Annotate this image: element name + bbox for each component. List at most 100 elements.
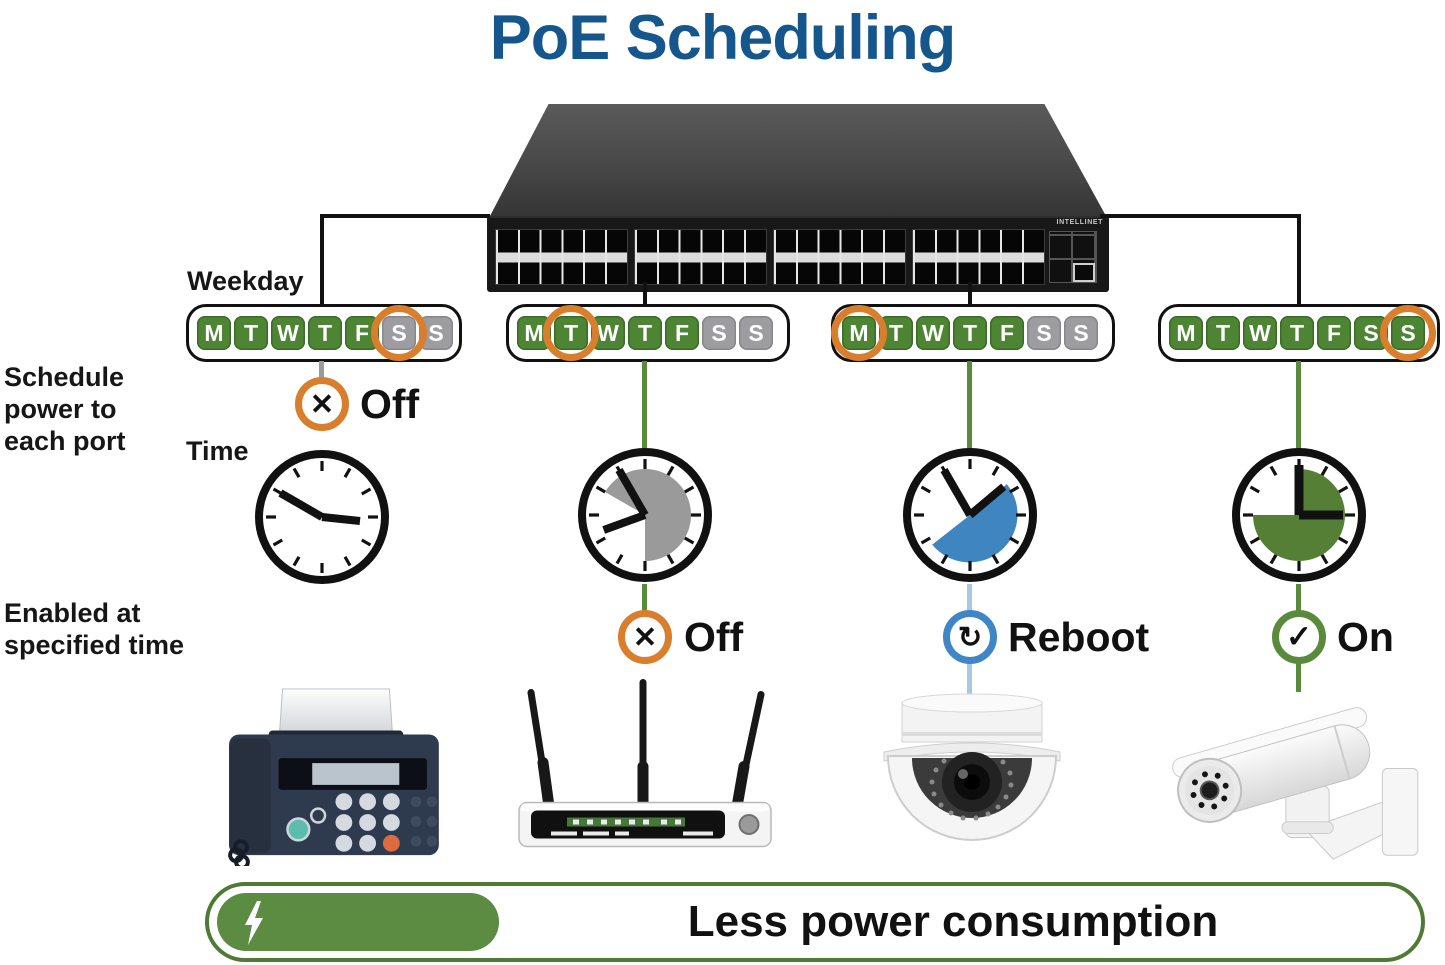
day-letter: F: [999, 319, 1015, 346]
selected-day-ring: [831, 305, 887, 361]
power-off-icon: ✕: [618, 610, 672, 664]
drop-line: [967, 584, 972, 611]
port-group-1: [495, 229, 628, 285]
day-chip: T: [1206, 316, 1240, 350]
lightning-bolt-icon: [245, 901, 263, 945]
day-chip: F: [665, 316, 699, 350]
page-title: PoE Scheduling: [489, 3, 957, 73]
drop-line: [967, 663, 972, 705]
day-chip-circled: T: [543, 305, 599, 361]
drop-line: [642, 584, 647, 611]
day-chip: S: [702, 316, 736, 350]
wireless-router-icon: [518, 679, 772, 848]
dome-camera-icon: [883, 693, 1061, 841]
day-chip: T: [1280, 316, 1314, 350]
switch-brand-label: INTELLINET: [1056, 219, 1103, 226]
day-chip: M: [1169, 316, 1203, 350]
day-chip: M: [197, 316, 231, 350]
day-chip: W: [916, 316, 950, 350]
day-chip: F: [990, 316, 1024, 350]
status-label-reboot: Reboot: [1008, 614, 1150, 660]
day-letter: M: [524, 319, 544, 346]
day-letter: F: [674, 319, 690, 346]
banner-green-fill: [217, 893, 499, 951]
sfp-ports: [1049, 231, 1097, 283]
day-letter: T: [1289, 319, 1305, 346]
day-chip: F: [1317, 316, 1351, 350]
day-chip: T: [234, 316, 268, 350]
day-letter: W: [597, 319, 619, 346]
day-letter: T: [317, 319, 333, 346]
day-chip: W: [1243, 316, 1277, 350]
clock-gray-sector: [578, 448, 712, 582]
day-letter: S: [428, 319, 444, 346]
clock-green-sector: [1232, 448, 1366, 582]
day-letter: S: [1073, 319, 1089, 346]
weekday-label: Weekday: [187, 266, 304, 296]
day-letter: T: [962, 319, 978, 346]
network-switch: INTELLINET: [487, 216, 1109, 292]
day-letter: S: [748, 319, 764, 346]
drop-line: [319, 361, 324, 379]
drop-line: [642, 361, 647, 450]
day-letter: T: [637, 319, 653, 346]
connector-line: [1297, 214, 1301, 306]
drop-line: [1296, 361, 1301, 450]
enabled-label: Enabled at specified time: [4, 598, 185, 660]
status-label-on: On: [1337, 614, 1394, 660]
weekday-bar-4: M T W T F S S: [1158, 304, 1440, 362]
day-letter: T: [243, 319, 259, 346]
day-chip-circled: S: [371, 305, 427, 361]
switch-top-face: [490, 104, 1106, 216]
day-chip: S: [1027, 316, 1061, 350]
day-letter: M: [204, 319, 224, 346]
console-port: [1073, 263, 1095, 282]
selected-day-ring: [543, 305, 599, 361]
port-group-4: [912, 229, 1045, 285]
day-letter: W: [1249, 319, 1271, 346]
connector-line: [643, 282, 647, 307]
status-label-off-2: Off: [684, 614, 744, 660]
day-letter: W: [922, 319, 944, 346]
day-letter: S: [1036, 319, 1052, 346]
day-chip: W: [591, 316, 625, 350]
selected-day-ring: [371, 305, 427, 361]
drop-line: [967, 361, 972, 450]
clock-plain: [255, 450, 389, 584]
connector-line: [968, 282, 972, 307]
fax-machine-icon: [228, 688, 439, 866]
less-power-banner: Less power consumption: [205, 882, 1425, 962]
day-letter: F: [1326, 319, 1342, 346]
connector-line: [322, 214, 490, 218]
day-letter: S: [1363, 319, 1379, 346]
day-letter: T: [888, 319, 904, 346]
time-label: Time: [186, 436, 249, 466]
day-letter: M: [1176, 319, 1196, 346]
drop-line: [1296, 584, 1301, 611]
day-chip-circled: S: [1380, 305, 1436, 361]
connector-line: [320, 214, 324, 306]
day-letter: S: [711, 319, 727, 346]
status-label-off-1: Off: [360, 381, 420, 427]
clock-blue-sector: [903, 448, 1037, 582]
selected-day-ring: [1380, 305, 1436, 361]
day-chip: S: [739, 316, 773, 350]
power-on-check-icon: ✓: [1272, 610, 1326, 664]
port-group-2: [634, 229, 767, 285]
day-chip: S: [1064, 316, 1098, 350]
weekday-bar-3: M T W T F S S: [831, 304, 1115, 362]
connector-line: [1100, 214, 1301, 218]
day-letter: W: [277, 319, 299, 346]
banner-text: Less power consumption: [687, 897, 1219, 946]
day-chip: T: [953, 316, 987, 350]
bullet-camera-icon: [1172, 707, 1419, 860]
day-chip: T: [308, 316, 342, 350]
day-chip: T: [628, 316, 662, 350]
weekday-bar-2: M T W T F S S: [506, 304, 790, 362]
day-chip-circled: M: [831, 305, 887, 361]
day-letter: F: [354, 319, 370, 346]
port-group-3: [773, 229, 906, 285]
day-letter: T: [1215, 319, 1231, 346]
day-chip: W: [271, 316, 305, 350]
